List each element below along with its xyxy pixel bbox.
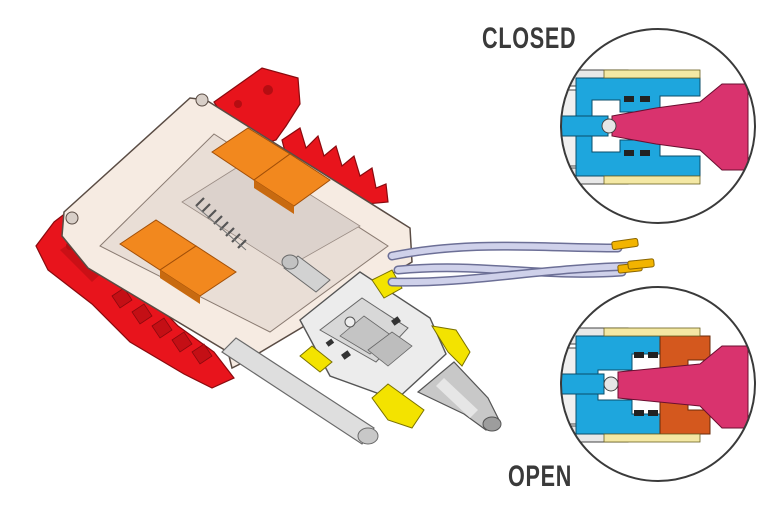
valve-block-cutaway: [299, 271, 447, 401]
closed-state-label: CLOSED: [482, 22, 577, 55]
wire-terminals: [611, 237, 655, 274]
plunger-rod: [221, 254, 379, 445]
open-detail-circle: [560, 286, 756, 482]
yellow-seal-parts: [299, 269, 471, 429]
solenoid-valve-assembly: [35, 67, 655, 445]
outlet-nozzle: [416, 361, 502, 432]
magnet-blocks: [119, 127, 331, 304]
open-state-label: OPEN: [508, 460, 573, 493]
return-spring: [195, 197, 247, 251]
closed-detail-circle: [560, 28, 756, 224]
lead-wires: [387, 241, 641, 287]
